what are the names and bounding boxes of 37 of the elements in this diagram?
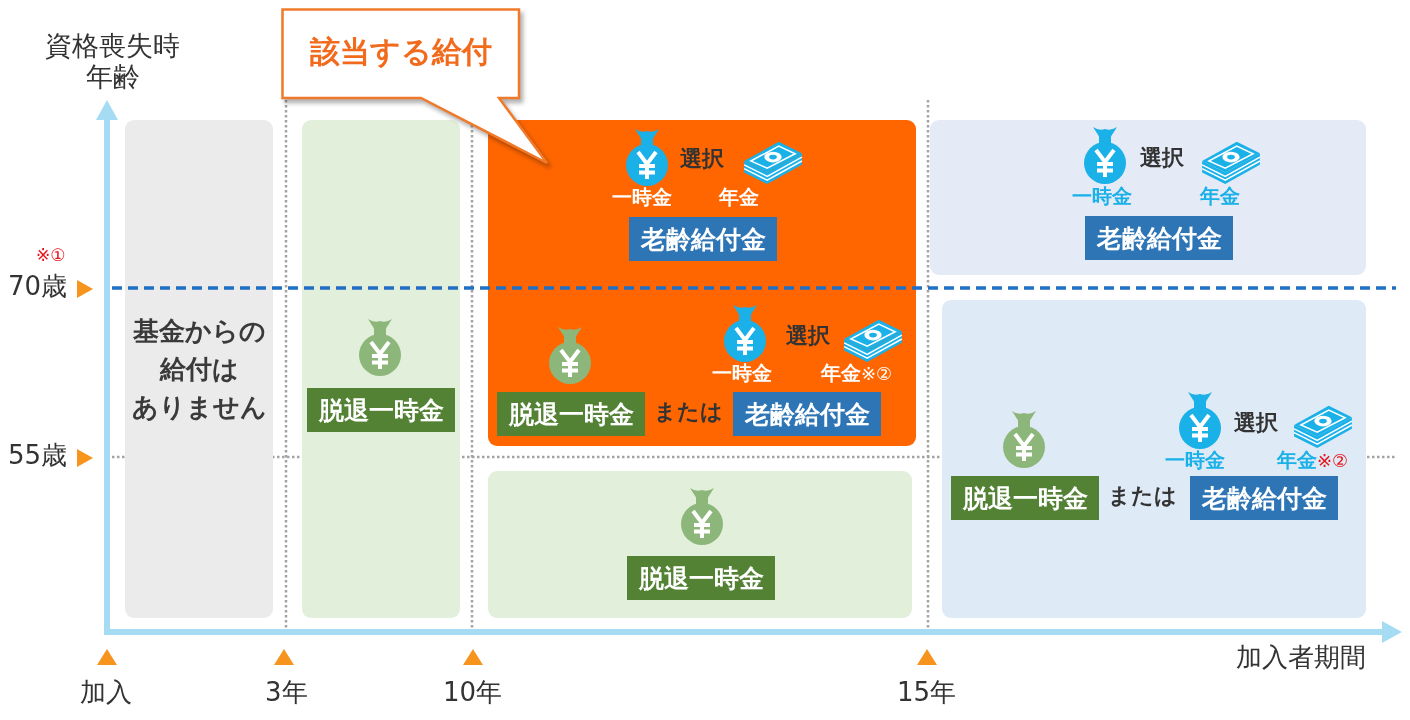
footnote-mark: ※①	[36, 245, 66, 265]
footnote-mark: ※②	[1317, 450, 1349, 471]
tick-label: 加入	[80, 677, 132, 707]
benefit-tag: 老齢給付金	[1190, 476, 1338, 520]
benefit-tag: 脱退一時金	[497, 392, 645, 436]
icon-caption: 一時金	[1072, 185, 1132, 208]
conjunction-text: または	[1108, 483, 1177, 508]
benefit-zone-panel	[488, 471, 912, 618]
tick-label: 3年	[265, 677, 308, 707]
benefit-zone-panel	[302, 120, 460, 618]
benefit-zone-panel	[942, 300, 1366, 618]
panel-text: 基金からの給付はありません	[130, 315, 268, 424]
tick-label: 15年	[897, 677, 957, 707]
benefit-tag: 脱退一時金	[627, 556, 775, 600]
callout-title: 該当する給付	[309, 33, 493, 71]
benefit-tag: 老齢給付金	[1085, 216, 1233, 260]
highlighted-zone-panel	[488, 120, 916, 446]
icon-caption: 一時金	[712, 362, 772, 385]
axis-title: 加入者期間	[1236, 642, 1366, 672]
choice-label: 選択	[786, 323, 830, 348]
tick-label: 10年	[443, 677, 503, 707]
tick-label: 70歳	[8, 271, 68, 301]
benefit-tag: 脱退一時金	[307, 388, 455, 432]
footnote-mark: ※②	[861, 363, 893, 384]
axis-title: 資格喪失時年齢	[44, 30, 181, 92]
choice-label: 選択	[1140, 145, 1184, 170]
icon-caption: 一時金	[1165, 449, 1225, 472]
conjunction-text: または	[654, 399, 723, 424]
benefit-tag: 老齢給付金	[733, 392, 881, 436]
benefit-zone-panel	[930, 120, 1366, 275]
benefit-tag: 脱退一時金	[951, 476, 1099, 520]
benefit-tag: 老齢給付金	[629, 217, 777, 261]
icon-caption: 一時金	[612, 186, 672, 209]
tick-label: 55歳	[8, 440, 68, 470]
choice-label: 選択	[680, 146, 724, 171]
no-benefit-panel	[125, 120, 273, 618]
choice-label: 選択	[1234, 410, 1278, 435]
